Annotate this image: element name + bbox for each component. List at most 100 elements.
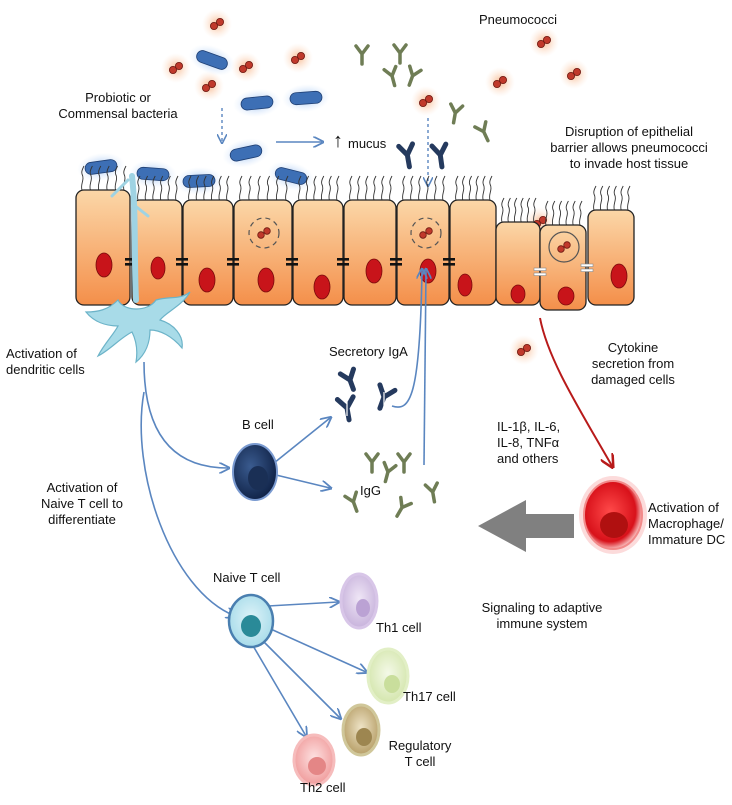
cilium (455, 175, 459, 201)
label-th1: Th1 cell (376, 620, 422, 635)
cilium (613, 185, 617, 211)
label-cytokine: Cytokine secretion from damaged cells (578, 340, 688, 388)
cilium (545, 200, 549, 226)
cilium (565, 200, 569, 226)
label-pneumococci: Pneumococci (479, 12, 558, 27)
tight-junction (176, 263, 188, 266)
cilium (365, 175, 369, 201)
cilium (551, 200, 556, 226)
cilium (285, 175, 289, 201)
cell-nucleus (95, 252, 113, 278)
cilium (461, 175, 466, 201)
cilium (389, 175, 393, 201)
epithelial-cell (396, 199, 450, 306)
commensal-bacterium (188, 44, 236, 76)
cilium (599, 185, 604, 211)
cilium (159, 175, 164, 201)
label-cytokine-list: IL-1β, IL-6, IL-8, TNFα and others (497, 419, 560, 467)
epithelial-cell (587, 209, 635, 306)
secretory-iga-antibodies (334, 366, 398, 423)
cilium (426, 175, 430, 201)
cilium (188, 175, 192, 201)
cilium (114, 165, 119, 191)
lower-arrows (140, 270, 426, 736)
tight-junction (125, 258, 137, 261)
cilium (526, 197, 531, 223)
label-naive-t-cell: Naive T cell (213, 570, 281, 585)
pneumococcus (161, 53, 191, 83)
label-disruption: Disruption of epithelial barrier allows … (540, 124, 718, 172)
tight-junction (443, 258, 455, 261)
cilium (442, 175, 446, 201)
label-macrophage: Activation of Macrophage/ Immature DC (648, 500, 725, 548)
regulatory-t-cell (341, 703, 381, 757)
label-cytokine-line: damaged cells (591, 372, 675, 387)
cilium (144, 175, 149, 201)
cell-nucleus (198, 267, 216, 293)
cilium (468, 175, 473, 201)
label-naive-activation: Activation of Naive T cell to differenti… (22, 480, 142, 528)
cilium (513, 197, 518, 223)
intracellular-pneumococci (248, 217, 580, 263)
label-dendritic-line: Activation of (6, 346, 77, 361)
label-cytokine-list-line: IL-1β, IL-6, (497, 419, 561, 434)
tight-junction (337, 263, 349, 266)
cilium (239, 175, 243, 201)
commensal-bacterium (175, 166, 223, 196)
commensal-bacterium (282, 83, 330, 113)
label-naive-activation-line: differentiate (48, 512, 116, 527)
commensal-bacterium (222, 138, 270, 168)
broken-tight-junction (580, 268, 594, 272)
pneumococcus (509, 335, 539, 365)
th17-cell (366, 647, 410, 705)
cilium (257, 175, 261, 201)
commensal-bacterium (77, 152, 125, 182)
label-th17: Th17 cell (403, 689, 456, 704)
cilium (266, 175, 271, 201)
label-treg-line: T cell (404, 754, 436, 769)
cilium (402, 175, 406, 201)
cilium (381, 175, 385, 201)
tight-junction (443, 263, 455, 266)
cilium (275, 175, 280, 201)
cilium (606, 185, 611, 211)
pneumococcus (231, 52, 261, 82)
cilium (336, 175, 340, 201)
mucus-increase-arrow: ↑ (333, 130, 343, 152)
label-macrophage-line: Immature DC (648, 532, 726, 547)
label-signaling-line: Signaling to adaptive (481, 600, 603, 615)
cilium (620, 185, 624, 211)
signal-arrow (478, 500, 574, 552)
label-b-cell: B cell (242, 417, 274, 432)
cilium (203, 175, 207, 201)
label-signaling: Signaling to adaptive immune system (468, 600, 616, 632)
label-probiotic: Probiotic or Commensal bacteria (48, 90, 188, 122)
cilium (558, 200, 563, 226)
label-cytokine-list-line: and others (497, 451, 559, 466)
tight-junction (125, 263, 137, 266)
cilium (298, 175, 302, 201)
label-probiotic-line: Commensal bacteria (58, 106, 178, 121)
cilium (579, 200, 583, 226)
label-secretory-iga: Secretory IgA (329, 344, 408, 359)
label-macrophage-line: Macrophage/ (648, 516, 724, 531)
iga-joining-chain (346, 392, 385, 416)
cilium (81, 165, 85, 191)
cytokine-arrow (539, 317, 612, 466)
tight-junction (176, 258, 188, 261)
cell-nucleus (150, 256, 166, 280)
cilium (195, 175, 200, 201)
cilium (627, 185, 631, 211)
cilium (475, 175, 479, 201)
label-treg-line: Regulatory (388, 738, 452, 753)
commensal-bacterium (129, 159, 177, 189)
label-cytokine-list-line: IL-8, TNFα (497, 435, 560, 450)
cilium (305, 175, 310, 201)
broken-tight-junction (533, 267, 547, 271)
naive-t-cell (227, 593, 275, 649)
label-naive-activation-line: Naive T cell to (41, 496, 123, 511)
cilium (328, 175, 332, 201)
label-disruption-line: barrier allows pneumococci (550, 140, 708, 155)
cilium (410, 175, 414, 201)
